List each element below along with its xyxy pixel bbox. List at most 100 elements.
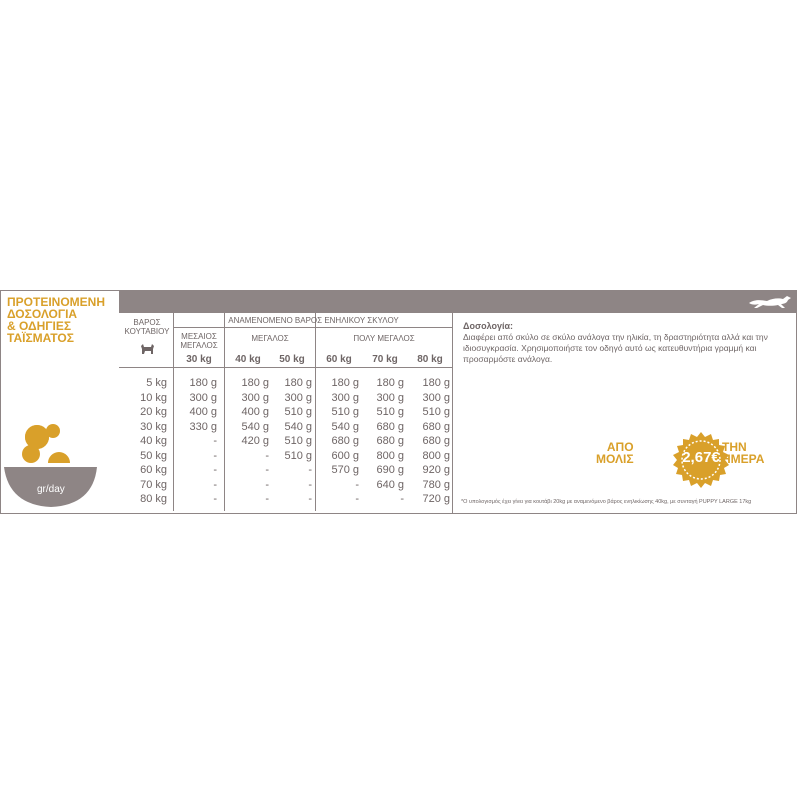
col-header: 30 kg [186,354,212,365]
guide-title: ΠΡΟΤΕΙΝΟΜΕΝΗ ΔΟΣΟΛΟΓΙΑ & ΟΔΗΓΙΕΣ ΤΑΪΣΜΑΤ… [7,296,119,344]
header-bar [119,291,797,313]
header-line: ΚΟΥΤΑΒΙΟΥ [124,327,170,336]
value-cell: 300 g [241,391,269,404]
dosage-title: Δοσολογία: [463,321,514,331]
group-large: ΜΕΓΑΛΟΣ [251,334,289,343]
title-line: ΔΟΣΟΛΟΓΙΑ [7,307,78,321]
value-cell: 780 g [422,478,450,491]
value-cell: - [213,493,217,505]
value-cell: - [213,435,217,447]
value-cell: 680 g [422,420,450,433]
value-cell: 180 g [331,377,359,389]
value-cell: 180 g [376,377,404,389]
puppy-weight-header: ΒΑΡΟΣ ΚΟΥΤΑΒΙΟΥ [121,318,173,336]
value-cell: 570 g [331,464,359,476]
group-line: ΜΕΓΑΛΟΣ [180,341,218,350]
value-cell: 800 g [376,449,404,462]
value-cell: 800 g [422,449,450,462]
food-bowl-icon: gr/day [1,421,119,511]
value-cell: - [265,493,269,505]
col-header: 50 kg [279,354,305,365]
group-line: ΜΕΣΑΙΟΣ [181,332,217,341]
footnote: *Ο υπολογισμός έχει γίνει για κουτάβι 20… [461,499,752,505]
price-suffix: ΤΗΝ ΗΜΕΡΑ [722,441,764,465]
value-column-40kg: 180 g 300 g 400 g 540 g 420 g - - - - [227,376,269,507]
puppy-weight: 30 kg [140,420,167,433]
price-suffix-line: ΤΗΝ [722,440,747,454]
dosage-text: Διαφέρει από σκύλο σε σκύλο ανάλογα την … [463,332,768,364]
value-cell: 690 g [376,464,404,476]
value-cell: 300 g [189,391,217,404]
value-cell: 640 g [376,478,404,491]
col-header: 40 kg [235,354,261,365]
value-cell: - [308,478,312,491]
col-header: 70 kg [372,354,398,365]
feeding-table: ΒΑΡΟΣ ΚΟΥΤΑΒΙΟΥ ΑΝΑΜΕΝΟΜΕΝΟ ΒΑΡΟΣ ΕΝΗΛΙΚ… [119,313,452,513]
puppy-weight: 80 kg [140,493,167,505]
value-cell: 300 g [376,391,404,404]
value-cell: 600 g [331,449,359,462]
value-cell: 540 g [284,420,312,433]
value-cell: 400 g [241,406,269,418]
puppy-weight: 40 kg [140,435,167,447]
price-badge-icon [673,432,729,488]
value-cell: 330 g [189,420,217,433]
value-cell: - [213,478,217,491]
title-line: ΤΑΪΣΜΑΤΟΣ [7,331,74,345]
puppy-weight: 5 kg [146,377,167,389]
value-cell: 510 g [376,406,404,418]
dog-icon [139,340,155,359]
value-cell: 510 g [331,406,359,418]
value-cell: - [213,464,217,476]
value-cell: - [265,449,269,462]
puppy-weight: 50 kg [140,449,167,462]
value-cell: - [265,464,269,476]
group-medium: ΜΕΣΑΙΟΣ ΜΕΓΑΛΟΣ [175,332,223,350]
left-column: ΠΡΟΤΕΙΝΟΜΕΝΗ ΔΟΣΟΛΟΓΙΑ & ΟΔΗΓΙΕΣ ΤΑΪΣΜΑΤ… [1,291,119,513]
title-line: ΠΡΟΤΕΙΝΟΜΕΝΗ [7,295,106,309]
value-cell: 400 g [189,406,217,418]
value-cell: - [400,493,404,505]
value-cell: - [265,478,269,491]
value-cell: 540 g [331,420,359,433]
title-line: & ΟΔΗΓΙΕΣ [7,319,72,333]
greyhound-logo-icon [749,296,791,308]
value-cell: 720 g [422,493,450,505]
col-header: 80 kg [417,354,443,365]
puppy-weight: 70 kg [140,478,167,491]
col-header: 60 kg [326,354,352,365]
bowl-label: gr/day [37,484,65,495]
value-cell: 180 g [241,377,269,389]
value-column-30kg: 180 g 300 g 400 g 330 g - - - - - [175,376,217,507]
value-column-60kg: 180 g 300 g 510 g 540 g 680 g 600 g 570 … [317,376,359,507]
value-cell: 300 g [284,391,312,404]
price-suffix-line: ΗΜΕΡΑ [722,452,765,466]
puppy-weight: 60 kg [140,464,167,476]
value-column-70kg: 180 g 300 g 510 g 680 g 680 g 800 g 690 … [362,376,404,507]
value-cell: 180 g [189,377,217,389]
feeding-guide-panel: ΠΡΟΤΕΙΝΟΜΕΝΗ ΔΟΣΟΛΟΓΙΑ & ΟΔΗΓΙΕΣ ΤΑΪΣΜΑΤ… [0,290,797,514]
value-cell: 920 g [422,464,450,476]
puppy-weight: 20 kg [140,406,167,418]
value-cell: 680 g [376,420,404,433]
value-cell: 300 g [422,391,450,404]
price-prefix-line: ΑΠΟ [606,440,634,454]
group-xlarge: ΠΟΛΥ ΜΕΓΑΛΟΣ [353,334,415,343]
value-cell: 510 g [284,406,312,418]
price-prefix-line: ΜΟΛΙΣ [596,452,634,466]
value-cell: 420 g [241,435,269,447]
value-cell: 540 g [241,420,269,433]
value-cell: 680 g [422,435,450,447]
value-column-80kg: 180 g 300 g 510 g 680 g 680 g 800 g 920 … [408,376,450,507]
puppy-weight-column: 5 kg 10 kg 20 kg 30 kg 40 kg 50 kg 60 kg… [119,376,167,507]
value-cell: 180 g [422,377,450,389]
value-cell: 180 g [284,377,312,389]
header-line: ΒΑΡΟΣ [133,318,161,327]
value-cell: 510 g [422,406,450,418]
value-cell: 510 g [284,435,312,447]
price-prefix: ΑΠΟ ΜΟΛΙΣ [596,441,634,465]
price-value: 2,67€ [682,449,720,466]
value-cell: 510 g [284,449,312,462]
value-cell: 680 g [331,435,359,447]
value-cell: 680 g [376,435,404,447]
